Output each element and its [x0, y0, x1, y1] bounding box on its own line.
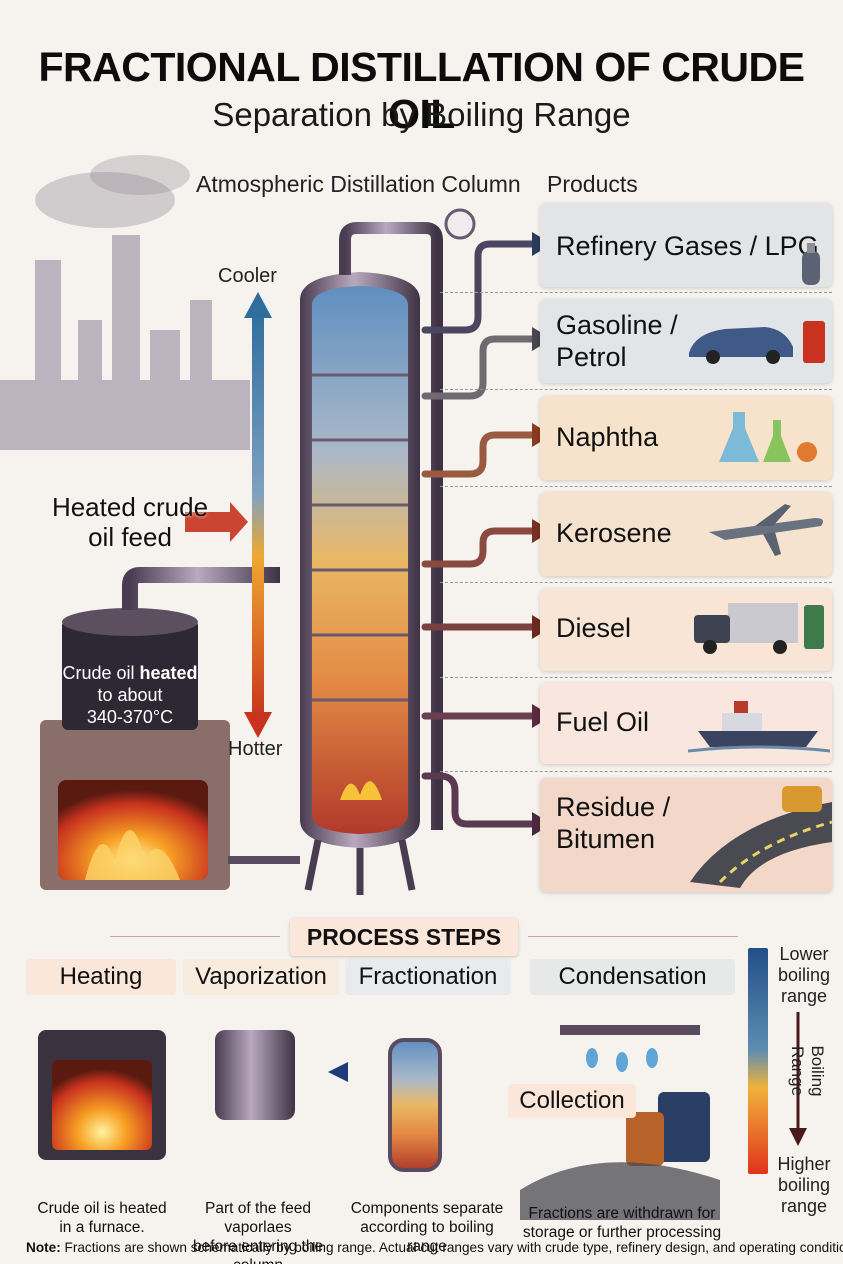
tank-label-line1: Crude oil heated — [62, 663, 198, 683]
product-card-naphtha: Naphtha — [540, 396, 832, 480]
divider — [440, 389, 832, 390]
gas-cylinder-icon — [802, 243, 820, 285]
product-card-fuel-oil: Fuel Oil — [540, 683, 832, 764]
product-label-gasoline-line2: Petrol — [556, 342, 627, 372]
product-label-lpg: Refinery Gases / LPG — [556, 231, 819, 261]
road-icon — [690, 786, 832, 888]
divider — [440, 677, 832, 678]
product-label-fuel-oil: Fuel Oil — [556, 707, 650, 737]
product-label-residue-line2: Bitumen — [556, 824, 656, 854]
truck-icon — [694, 603, 824, 654]
legend-axis-label: Boiling Range — [788, 1045, 827, 1097]
feed-label: Heated crude oil feed — [40, 492, 220, 552]
cooler-label: Cooler — [218, 265, 277, 287]
step-fractionation: Fractionation — [345, 959, 511, 995]
hotter-label: Hotter — [228, 738, 283, 760]
step-collection: Collection — [508, 1084, 636, 1118]
product-card-kerosene: Kerosene — [540, 492, 832, 576]
feed-label-line2: oil feed — [88, 522, 172, 552]
flask-icon — [719, 412, 817, 462]
tank-label: Crude oil heated to about 340-370°C — [62, 662, 198, 728]
divider — [440, 582, 832, 583]
process-steps-heading: PROCESS STEPS — [290, 918, 518, 956]
step-heating: Heating — [26, 959, 176, 995]
divider — [440, 486, 832, 487]
tank-label-line2: to about — [97, 685, 163, 705]
step-vaporization: Vaporization — [183, 959, 339, 995]
product-label-naphtha: Naphtha — [556, 422, 659, 452]
legend-lower-boiling: Lower boiling range — [777, 944, 831, 1006]
product-label-residue-line1: Residue / — [556, 792, 671, 822]
product-label-kerosene: Kerosene — [556, 518, 672, 548]
step-condensation: Condensation — [530, 959, 735, 995]
page-subtitle: Separation by Boiling Range — [212, 96, 631, 133]
product-card-diesel: Diesel — [540, 589, 832, 671]
product-card-lpg: Refinery Gases / LPG — [540, 203, 832, 287]
product-label-gasoline-line1: Gasoline / — [556, 310, 678, 340]
divider — [110, 936, 280, 937]
product-label-diesel: Diesel — [556, 613, 632, 643]
ship-icon — [688, 701, 830, 753]
products-heading: Products — [547, 171, 638, 197]
tank-label-line3: 340-370°C — [86, 707, 174, 727]
legend-higher-boiling: Higher boiling range — [777, 1154, 831, 1216]
footnote: Note: Fractions are shown schematically … — [26, 1240, 843, 1255]
column-heading: Atmospheric Distillation Column — [196, 171, 521, 197]
car-icon — [689, 321, 825, 364]
feed-label-line1: Heated crude — [51, 492, 209, 522]
page-title: FRACTIONAL DISTILLATION OF CRUDE OIL — [38, 44, 805, 137]
airplane-icon — [709, 504, 823, 556]
divider — [440, 771, 832, 772]
divider — [528, 936, 738, 937]
product-card-residue: Residue / Bitumen — [540, 778, 832, 892]
divider — [440, 292, 832, 293]
product-card-gasoline: Gasoline / Petrol — [540, 299, 832, 383]
